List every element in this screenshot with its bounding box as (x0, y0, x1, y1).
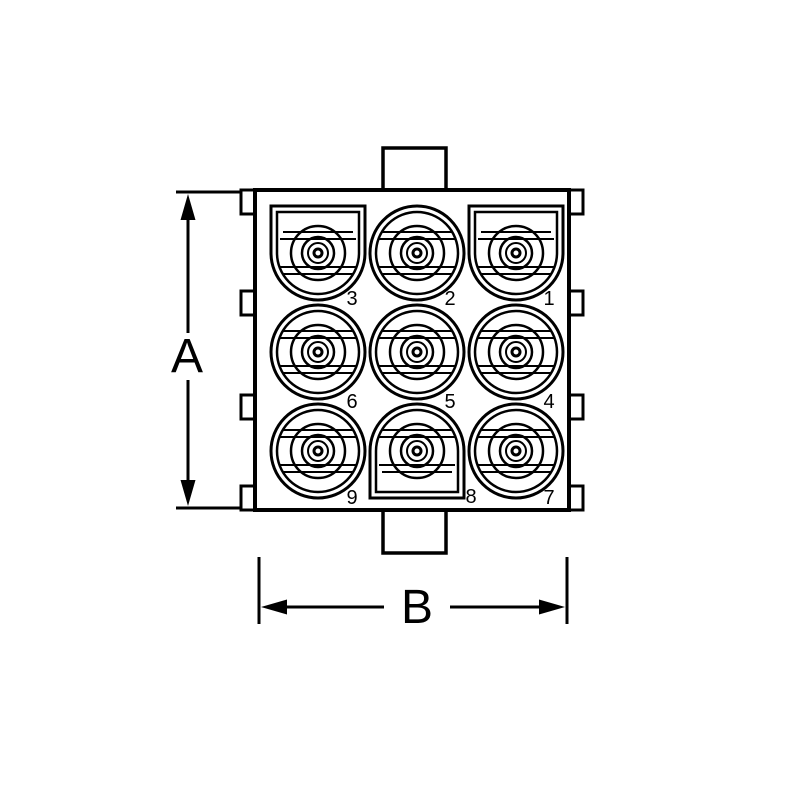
pin-label-3: 3 (346, 288, 357, 310)
pin-number-labels: 3 2 1 6 5 4 9 8 7 (346, 288, 554, 509)
pin-label-1: 1 (543, 288, 554, 310)
dim-a-arrowhead-down-icon (180, 480, 196, 506)
pin-label-2: 2 (444, 288, 455, 310)
pin-label-6: 6 (346, 391, 357, 413)
pin-label-5: 5 (444, 391, 455, 413)
pin-label-8: 8 (465, 486, 476, 508)
mounting-tab-top (381, 146, 448, 196)
pin-label-4: 4 (543, 391, 554, 413)
dim-b-arrowhead-right-icon (539, 599, 565, 615)
dimension-b-label: B (401, 581, 433, 634)
dimension-a-label: A (171, 330, 203, 383)
dimension-b: B (257, 557, 569, 634)
mounting-tab-bottom (381, 504, 448, 555)
pin-label-9: 9 (346, 487, 357, 509)
dim-a-arrowhead-up-icon (180, 194, 196, 220)
dim-b-arrowhead-left-icon (261, 599, 287, 615)
pin-label-7: 7 (543, 487, 554, 509)
dimension-a: A (171, 190, 241, 510)
